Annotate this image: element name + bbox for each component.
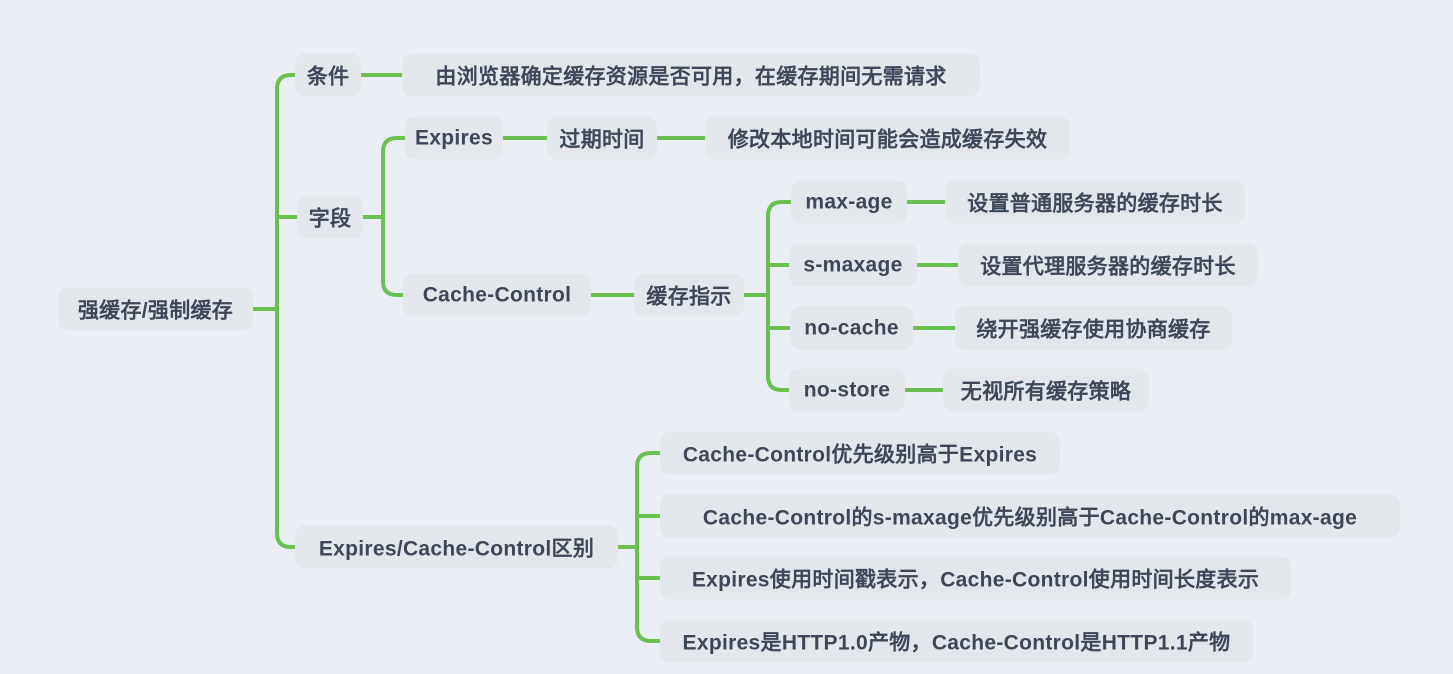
node-expires-meaning[interactable]: 过期时间 <box>547 116 657 160</box>
node-fields[interactable]: 字段 <box>297 195 363 239</box>
node-cache-control[interactable]: Cache-Control <box>403 273 591 317</box>
connector-directives-bracket <box>766 200 793 392</box>
node-difference-1[interactable]: Cache-Control优先级别高于Expires <box>660 431 1060 475</box>
node-cache-directive[interactable]: 缓存指示 <box>634 273 744 317</box>
node-expires[interactable]: Expires <box>405 116 503 160</box>
node-difference[interactable]: Expires/Cache-Control区别 <box>295 525 618 569</box>
node-no-cache-desc[interactable]: 绕开强缓存使用协商缓存 <box>955 306 1232 350</box>
node-difference-4[interactable]: Expires是HTTP1.0产物，Cache-Control是HTTP1.1产… <box>660 619 1253 663</box>
connector-diff-bracket <box>635 451 662 643</box>
node-s-maxage[interactable]: s-maxage <box>789 243 917 287</box>
node-condition-desc[interactable]: 由浏览器确定缓存资源是否可用，在缓存期间无需请求 <box>402 53 980 97</box>
node-root[interactable]: 强缓存/强制缓存 <box>58 287 253 331</box>
node-difference-3[interactable]: Expires使用时间戳表示，Cache-Control使用时间长度表示 <box>660 556 1291 600</box>
node-condition[interactable]: 条件 <box>295 53 361 97</box>
node-difference-2[interactable]: Cache-Control的s-maxage优先级别高于Cache-Contro… <box>660 494 1400 538</box>
connector-main-trunk <box>275 73 297 549</box>
connector-field-bracket <box>381 136 407 297</box>
node-no-cache[interactable]: no-cache <box>790 306 913 350</box>
node-s-maxage-desc[interactable]: 设置代理服务器的缓存时长 <box>958 243 1258 287</box>
node-no-store-desc[interactable]: 无视所有缓存策略 <box>943 368 1149 412</box>
node-max-age-desc[interactable]: 设置普通服务器的缓存时长 <box>945 180 1245 224</box>
node-expires-desc[interactable]: 修改本地时间可能会造成缓存失效 <box>705 116 1070 160</box>
node-no-store[interactable]: no-store <box>789 368 905 412</box>
node-max-age[interactable]: max-age <box>791 180 907 224</box>
